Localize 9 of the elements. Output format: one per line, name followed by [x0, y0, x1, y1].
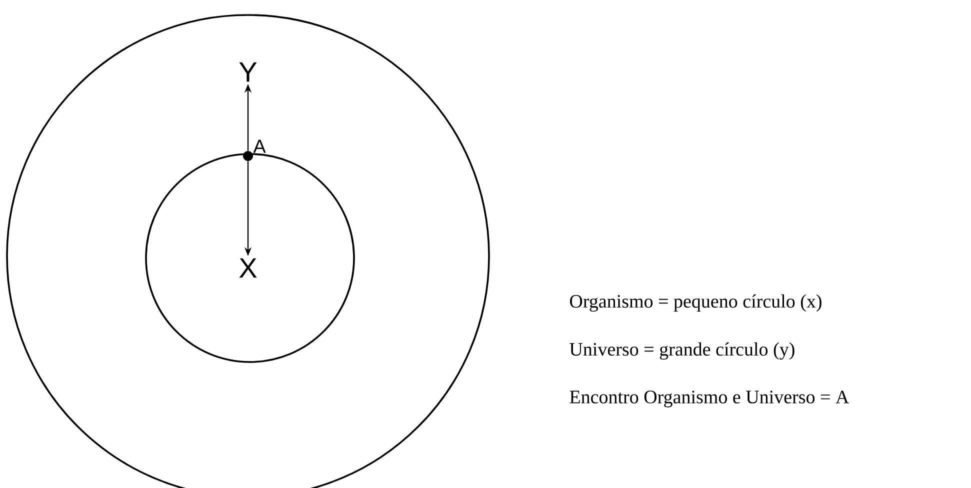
legend-note: Encontro Organismo e Universo = A: [570, 390, 850, 408]
point-label: A: [253, 140, 266, 153]
circle-outline: [6, 14, 490, 488]
point-dot: [243, 151, 253, 161]
legend-note: Universo = grande círculo (y): [570, 342, 794, 360]
letter-label: X: [239, 258, 257, 278]
letter-label: Y: [239, 62, 257, 82]
legend-note: Organismo = pequeno círculo (x): [570, 294, 822, 312]
circle-outline: [145, 153, 355, 363]
